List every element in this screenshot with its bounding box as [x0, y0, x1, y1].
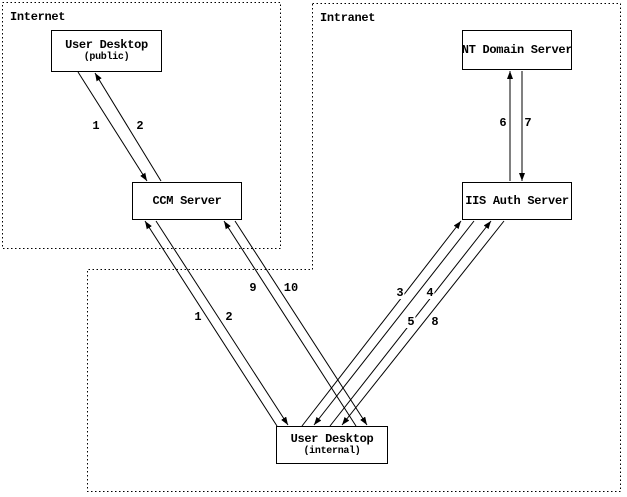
node-nt-domain-server: NT Domain Server [461, 30, 573, 70]
node-title: User Desktop [65, 38, 148, 52]
node-title: IIS Auth Server [465, 193, 569, 208]
line-3-internal-desktop-to-iis [301, 220, 462, 427]
internet-zone-border [2, 2, 281, 249]
line-1-public-desktop-to-ccm [77, 71, 148, 182]
line-4-iis-to-internal-desktop [313, 220, 475, 426]
line-8-iis-to-internal-desktop [341, 220, 505, 426]
line-1-internal-desktop-to-ccm [144, 220, 278, 427]
arrow-label-4: 4 [425, 286, 435, 300]
line-2-ccm-to-public-desktop [94, 72, 162, 182]
node-subtitle: (public) [83, 52, 130, 63]
node-iis-auth-server: IIS Auth Server [462, 182, 572, 220]
internet-zone-label: Internet [10, 10, 66, 24]
intranet-zone-label: Intranet [320, 11, 376, 25]
arrow-label-7: 7 [523, 116, 533, 130]
node-ccm-server: CCM Server [132, 182, 242, 220]
node-user-desktop-public: User Desktop (public) [51, 30, 162, 72]
arrow-label-10: 10 [282, 281, 300, 295]
line-9-internal-desktop-to-ccm [223, 220, 357, 427]
arrow-label-3: 3 [395, 286, 405, 300]
node-user-desktop-internal: User Desktop (internal) [276, 426, 388, 464]
arrow-label-5: 5 [406, 315, 416, 329]
arrow-label-8: 8 [430, 315, 440, 329]
line-2-ccm-to-internal-desktop [155, 220, 289, 426]
line-10-ccm-to-internal-desktop [234, 220, 368, 426]
node-title: CCM Server [152, 193, 222, 208]
arrow-label-6: 6 [498, 116, 508, 130]
node-subtitle: (internal) [303, 446, 361, 457]
arrow-label-2-internal: 2 [224, 310, 234, 324]
arrow-label-9: 9 [248, 281, 258, 295]
arrow-label-1-public: 1 [91, 119, 101, 133]
arrow-label-1-internal: 1 [193, 310, 203, 324]
node-title: User Desktop [290, 432, 374, 446]
node-title: NT Domain Server [461, 42, 573, 57]
arrow-label-2-public: 2 [135, 119, 145, 133]
intranet-zone-border [87, 3, 621, 492]
